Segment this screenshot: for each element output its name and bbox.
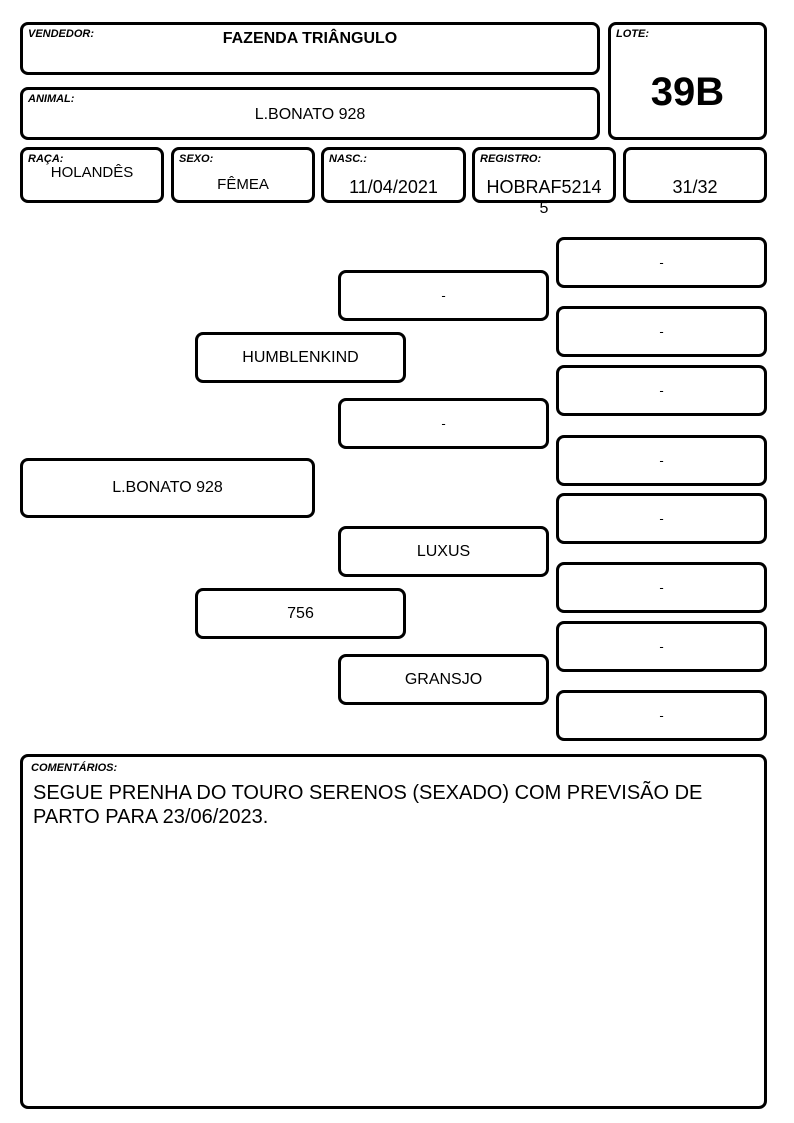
pedigree-ggp-1: - — [556, 237, 767, 288]
raca-label: RAÇA: — [28, 153, 64, 165]
vendedor-box: VENDEDOR: FAZENDA TRIÂNGULO — [20, 22, 600, 75]
vendedor-value: FAZENDA TRIÂNGULO — [222, 30, 398, 47]
raca-box: RAÇA: HOLANDÊS — [20, 147, 164, 203]
pedigree-ggp-4: - — [556, 435, 767, 486]
nasc-box: NASC.: 11/04/2021 — [321, 147, 466, 203]
pedigree-ggp-3: - — [556, 365, 767, 416]
nasc-value: 11/04/2021 — [349, 177, 438, 197]
registro-overflow: 5 — [539, 200, 549, 217]
lote-label: LOTE: — [616, 28, 649, 40]
pedigree-ggp-2: - — [556, 306, 767, 357]
pedigree-dam-dam: GRANSJO — [338, 654, 549, 705]
registro-label: REGISTRO: — [480, 153, 542, 165]
pedigree-ggp-6: - — [556, 562, 767, 613]
pedigree-dam-sire: LUXUS — [338, 526, 549, 577]
animal-box: ANIMAL: L.BONATO 928 — [20, 87, 600, 140]
pedigree-ggp-7: - — [556, 621, 767, 672]
grau-value: 31/32 — [672, 177, 718, 197]
pedigree-sire-sire: - — [338, 270, 549, 321]
comments-box: COMENTÁRIOS: SEGUE PRENHA DO TOURO SEREN… — [20, 754, 767, 1109]
raca-value: HOLANDÊS — [50, 164, 134, 181]
registro-box: REGISTRO: HOBRAF5214 — [472, 147, 616, 203]
lote-box: LOTE: 39B — [608, 22, 767, 140]
pedigree-dam: 756 — [195, 588, 406, 639]
pedigree-sire-dam: - — [338, 398, 549, 449]
animal-value: L.BONATO 928 — [254, 106, 366, 123]
lote-value: 39B — [650, 70, 725, 114]
sexo-box: SEXO: FÊMEA — [171, 147, 315, 203]
nasc-label: NASC.: — [329, 153, 367, 165]
comments-text: SEGUE PRENHA DO TOURO SERENOS (SEXADO) C… — [33, 782, 703, 828]
sexo-value: FÊMEA — [217, 176, 269, 193]
pedigree-animal: L.BONATO 928 — [20, 458, 315, 518]
pedigree-ggp-8: - — [556, 690, 767, 741]
pedigree-ggp-5: - — [556, 493, 767, 544]
registro-value: HOBRAF5214 — [486, 177, 602, 197]
pedigree-sire: HUMBLENKIND — [195, 332, 406, 383]
sexo-label: SEXO: — [179, 153, 214, 165]
vendedor-label: VENDEDOR: — [28, 28, 95, 40]
animal-label: ANIMAL: — [28, 93, 75, 105]
comments-label: COMENTÁRIOS: — [31, 762, 118, 774]
grau-box: 31/32 — [623, 147, 767, 203]
